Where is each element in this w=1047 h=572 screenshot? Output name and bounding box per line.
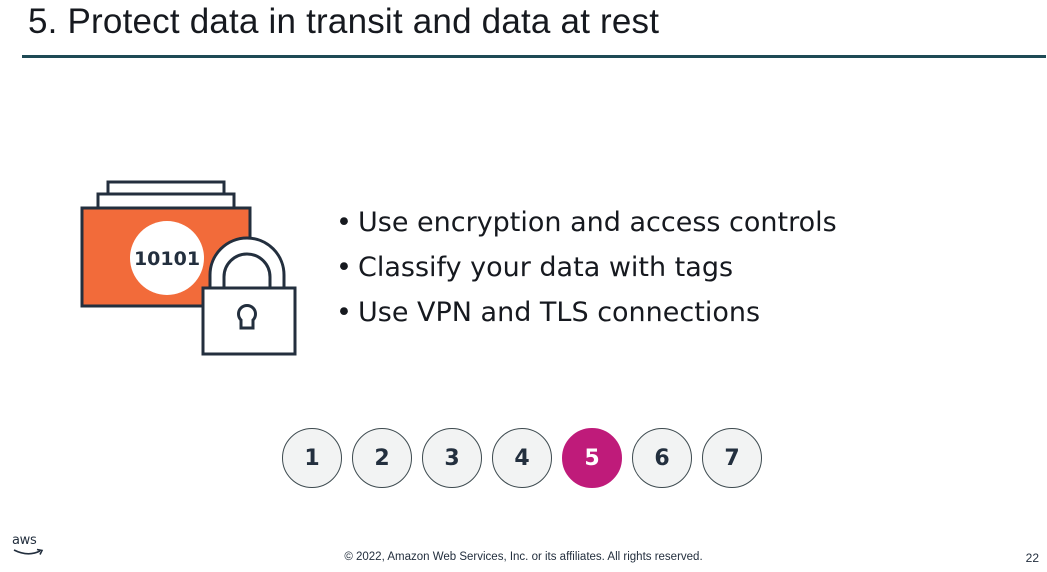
bullet-item: •Use encryption and access controls — [336, 200, 837, 245]
bullet-text: Use encryption and access controls — [358, 207, 837, 238]
step-button-1[interactable]: 1 — [282, 428, 342, 488]
encrypted-data-lock-icon: 10101 — [80, 180, 297, 356]
bullet-text: Classify your data with tags — [358, 252, 734, 283]
binary-badge — [130, 221, 204, 295]
bullet-glyph: • — [336, 297, 352, 328]
step-button-6[interactable]: 6 — [632, 428, 692, 488]
aws-logo-text: aws — [12, 533, 37, 548]
step-button-7[interactable]: 7 — [702, 428, 762, 488]
bullet-item: •Use VPN and TLS connections — [336, 290, 837, 335]
step-button-2[interactable]: 2 — [352, 428, 412, 488]
aws-smile-icon — [13, 548, 44, 555]
step-button-4[interactable]: 4 — [492, 428, 552, 488]
bullet-text: Use VPN and TLS connections — [358, 297, 761, 328]
step-button-3[interactable]: 3 — [422, 428, 482, 488]
keyhole-icon — [237, 304, 257, 330]
paper-sheet-front — [96, 192, 236, 210]
bullet-list: •Use encryption and access controls •Cla… — [336, 200, 837, 335]
bullet-glyph: • — [336, 207, 352, 238]
title-divider — [22, 55, 1046, 58]
binary-label: 10101 — [134, 248, 200, 270]
bullet-glyph: • — [336, 252, 352, 283]
page-number: 22 — [1025, 551, 1039, 565]
step-navigation: 1 2 3 4 5 6 7 — [282, 428, 762, 488]
bullet-item: •Classify your data with tags — [336, 245, 837, 290]
step-button-5[interactable]: 5 — [562, 428, 622, 488]
aws-logo: aws — [12, 533, 46, 559]
copyright-footer: © 2022, Amazon Web Services, Inc. or its… — [344, 551, 703, 563]
slide-title: 5. Protect data in transit and data at r… — [28, 2, 660, 41]
